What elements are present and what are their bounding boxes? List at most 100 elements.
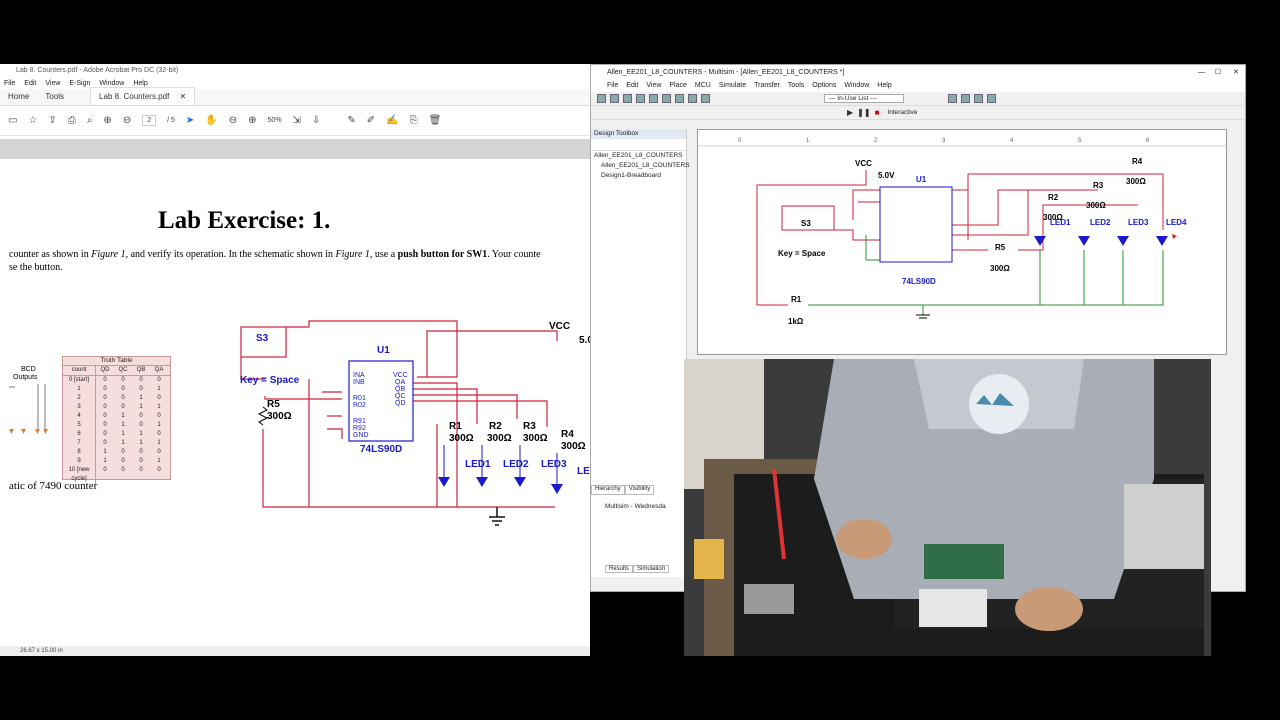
zoom-in-icon[interactable]: ⊕ [248,115,257,126]
fit-icon[interactable]: ⇲ [292,115,301,126]
truth-table-cell: 0 [139,377,143,383]
close-icon[interactable]: ✕ [1233,69,1239,76]
menu-edit[interactable]: Edit [626,82,639,89]
hand-icon[interactable]: ✋ [205,115,218,126]
menu-window[interactable]: Window [99,80,125,87]
menu-view[interactable]: View [45,80,61,87]
page-up-icon[interactable]: ⊕ [103,115,112,126]
delete-icon[interactable]: 🗑 [428,115,442,126]
stop-icon[interactable]: ■ [874,108,880,117]
truth-table-cell: 7 [63,439,96,448]
menu-help[interactable]: Help [133,80,148,87]
redo-icon[interactable] [701,94,710,103]
tab-home[interactable]: Home [8,92,30,101]
upload-icon[interactable]: ⇪ [48,115,57,126]
truth-table-cell: 2 [63,394,96,403]
truth-table-cell: 1 [139,395,143,401]
truth-table-cell: 0 [157,467,161,473]
r3-label: R3 [523,421,536,432]
menu-simulate[interactable]: Simulate [718,82,747,89]
tab-simulation[interactable]: Simulation [633,565,670,573]
page-number-input[interactable]: 2 [142,115,157,126]
page-down-icon[interactable]: ⊖ [122,115,132,126]
zoom-in-icon[interactable] [948,94,957,103]
menu-transfer[interactable]: Transfer [754,82,780,89]
outputs-label: Outputs [13,374,38,381]
pause-icon[interactable]: ❚❚ [857,108,871,117]
print-icon[interactable]: ⎙ [67,115,76,126]
truth-table-cell: 1 [139,404,143,410]
tab-document[interactable]: Lab 8. Counters.pdf ✕ [90,87,196,105]
switch-label: S3 [256,333,269,344]
tab-visibility[interactable]: Visibility [624,485,655,495]
zoom-select[interactable]: 50% [267,117,282,124]
led2-diode [476,477,488,487]
menu-window[interactable]: Window [844,82,870,89]
maximize-icon[interactable]: ☐ [1214,69,1221,76]
interactive-mode[interactable]: Interactive [887,109,918,116]
truth-table-cell: 0 [157,413,161,419]
led2-label: LED2 [503,459,529,470]
pin-qb: QB [395,386,405,393]
led2-diode [1078,236,1090,246]
undo-icon[interactable] [688,94,697,103]
menu-options[interactable]: Options [812,82,837,89]
select-cursor-icon[interactable]: ➤ [185,115,195,126]
standard-toolbar: --- In-Use List --- [591,92,1245,106]
zoom-out-icon[interactable] [961,94,970,103]
run-icon[interactable]: ▶ [847,108,854,117]
switch-key-label: Key = Space [778,249,826,258]
comment-icon[interactable]: ✎ [347,115,356,126]
save-icon[interactable] [623,94,632,103]
paste-icon[interactable] [675,94,684,103]
menu-edit[interactable]: Edit [24,80,37,87]
multisim-schematic: 0 1 2 3 4 5 6 [698,138,1226,326]
scroll-mode-icon[interactable]: ⇩ [311,115,321,126]
tab-tools[interactable]: Tools [45,92,65,101]
zoom-fit-icon[interactable] [987,94,996,103]
tab-results[interactable]: Results [605,565,634,573]
r3-value: 300Ω [1086,201,1106,210]
page-size-readout: 26.67 x 15.00 in [20,648,63,654]
switch-label: S3 [801,219,811,228]
menu-file[interactable]: File [607,82,619,89]
menu-view[interactable]: View [646,82,662,89]
in-use-list-select[interactable]: --- In-Use List --- [824,94,904,103]
r5-value: 300Ω [267,411,292,422]
print-icon[interactable] [636,94,645,103]
menu-esign[interactable]: E-Sign [69,80,91,87]
schematic-canvas[interactable]: 0 1 2 3 4 5 6 [697,129,1227,355]
acrobat-title-bar: Lab 8. Counters.pdf - Adobe Acrobat Pro … [0,64,590,78]
zoom-area-icon[interactable] [974,94,983,103]
led4-glow [1172,234,1177,239]
menu-place[interactable]: Place [669,82,687,89]
minimize-icon[interactable]: — [1198,69,1205,76]
new-icon[interactable] [597,94,606,103]
copy-icon[interactable] [662,94,671,103]
menu-help[interactable]: Help [877,82,892,89]
close-icon[interactable]: ✕ [179,92,187,101]
search-icon[interactable]: ⌕ [86,115,93,126]
sign-icon[interactable]: ✍ [386,115,399,126]
r3-value: 300Ω [523,433,548,444]
tree-item[interactable]: Allen_EE201_L8_COUNTERS [594,152,683,159]
menu-tools[interactable]: Tools [787,82,805,89]
truth-table-cell: 1 [157,440,161,446]
menu-mcu[interactable]: MCU [694,82,711,89]
chip-part: 74LS90D [902,277,936,286]
zoom-out-icon[interactable]: ⊖ [228,115,238,126]
open-icon[interactable] [610,94,619,103]
menu-file[interactable]: File [4,80,16,87]
stamp-icon[interactable]: ⎘ [409,115,418,126]
cut-icon[interactable] [649,94,658,103]
tree-item[interactable]: Design1-Breadboard [601,172,661,179]
save-icon[interactable]: ▭ [8,115,18,126]
bookmark-icon[interactable]: ☆ [28,115,38,126]
pdf-page[interactable]: Lab Exercise: 1. counter as shown in Fig… [9,159,592,649]
truth-table-cell: 0 [121,386,125,392]
tree-item[interactable]: Allen_EE201_L8_COUNTERS [601,162,690,169]
pen-icon[interactable]: ✐ [366,115,376,126]
tab-hierarchy[interactable]: Hierarchy [591,485,625,495]
